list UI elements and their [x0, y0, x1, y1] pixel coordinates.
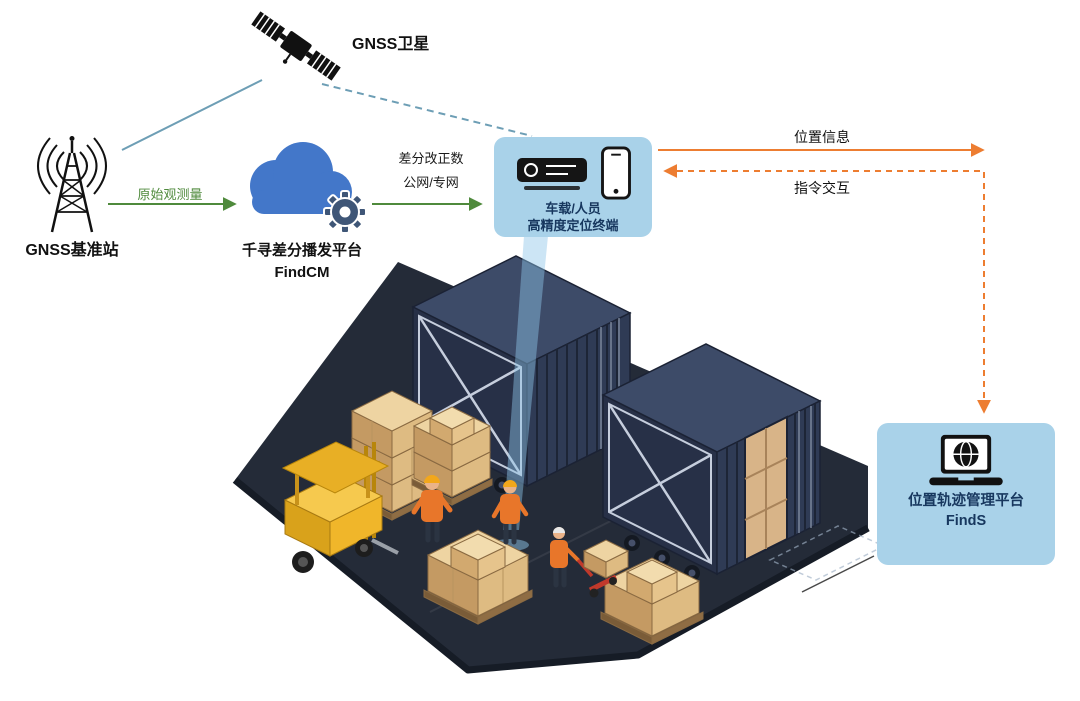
laptop-globe-icon [929, 434, 1003, 486]
positioning-beam [503, 236, 548, 530]
smartphone-icon [601, 146, 631, 200]
terminal-card: 车载/人员 高精度定位终端 [494, 137, 652, 237]
cloud-platform-label: 千寻差分播发平台 FindCM [208, 240, 396, 284]
worker-2 [491, 480, 529, 545]
correction-label-line2: 公网/专网 [403, 175, 459, 190]
satellite-label: GNSS卫星 [352, 36, 430, 53]
terminal-label-line2: 高精度定位终端 [527, 217, 619, 233]
command-interaction-arrow [663, 164, 991, 414]
pallet-middle [423, 529, 533, 625]
correction-label-line1: 差分改正数 [398, 151, 464, 166]
management-platform-name: 位置轨迹管理平台 [908, 493, 1024, 509]
forklift [281, 441, 399, 573]
base-station-label: GNSS基准站 [25, 242, 119, 259]
terminal-label-line1: 车载/人员 [545, 201, 601, 216]
cloud-platform-product: FindCM [274, 263, 330, 281]
shipping-container-2 [601, 343, 822, 581]
raw-observation-label: 原始观测量 [137, 187, 203, 202]
terminal-icons [514, 145, 632, 201]
vehicle-terminal-icon [517, 158, 587, 190]
cloud-platform-name: 千寻差分播发平台 [241, 242, 362, 259]
pallet-stack-left-2 [411, 406, 493, 506]
command-interaction-label: 指令交互 [794, 180, 850, 196]
gnss-satellite-icon [251, 11, 341, 81]
finds-pointer-line [801, 555, 875, 593]
pallet-right [600, 557, 704, 645]
position-info-label: 位置信息 [794, 129, 850, 145]
warehouse-scene [232, 236, 886, 674]
gear-icon [323, 190, 367, 234]
management-platform-product: FindS [945, 513, 987, 530]
cloud-gear-icon [250, 142, 367, 234]
radio-tower-icon [37, 136, 107, 233]
satellite-to-base-link [121, 79, 263, 151]
worker-3-pallet-jack [550, 527, 630, 598]
worker-1 [411, 475, 453, 543]
satellite-to-terminal-link [321, 83, 533, 137]
management-platform-card: 位置轨迹管理平台 FindS [877, 423, 1055, 565]
